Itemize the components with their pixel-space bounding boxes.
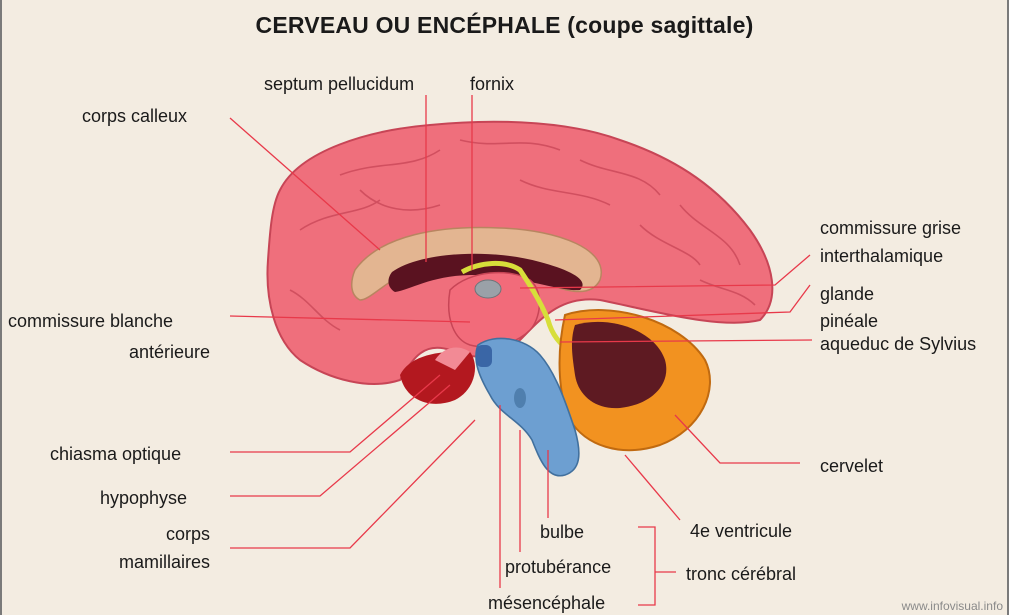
leader-corps-calleux (230, 118, 380, 250)
label-4e-ventricule: 4e ventricule (690, 520, 792, 542)
leader-aqueduc (560, 340, 812, 342)
watermark: www.infovisual.info (902, 599, 1003, 613)
leader-glande (555, 285, 810, 320)
label-corps-mamillaires-2: mamillaires (90, 551, 210, 573)
label-chiasma-optique: chiasma optique (50, 443, 181, 465)
label-hypophyse: hypophyse (100, 487, 187, 509)
label-aqueduc: aqueduc de Sylvius (820, 333, 976, 355)
label-commissure-grise-1: commissure grise (820, 217, 961, 239)
leader-chiasma (230, 375, 440, 452)
label-glande-2: pinéale (820, 310, 878, 332)
label-commissure-blanche-2: antérieure (90, 341, 210, 363)
label-fornix: fornix (470, 73, 514, 95)
label-tronc-cerebral: tronc cérébral (686, 563, 796, 585)
label-corps-calleux: corps calleux (82, 105, 187, 127)
label-cervelet: cervelet (820, 455, 883, 477)
label-commissure-blanche-1: commissure blanche (8, 310, 173, 332)
leader-cervelet (675, 415, 800, 463)
label-glande-1: glande (820, 283, 874, 305)
label-bulbe: bulbe (540, 521, 584, 543)
leader-commissure-grise (520, 255, 810, 288)
label-corps-mamillaires-1: corps (90, 523, 210, 545)
label-protuberance: protubérance (505, 556, 611, 578)
label-commissure-grise-2: interthalamique (820, 245, 943, 267)
label-mesencephale: mésencéphale (488, 592, 605, 614)
leader-corps-mam (230, 420, 475, 548)
leader-ventricule (625, 455, 680, 520)
label-septum-pellucidum: septum pellucidum (264, 73, 414, 95)
tronc-bracket (638, 527, 676, 605)
leader-commissure-blanche (230, 316, 470, 322)
